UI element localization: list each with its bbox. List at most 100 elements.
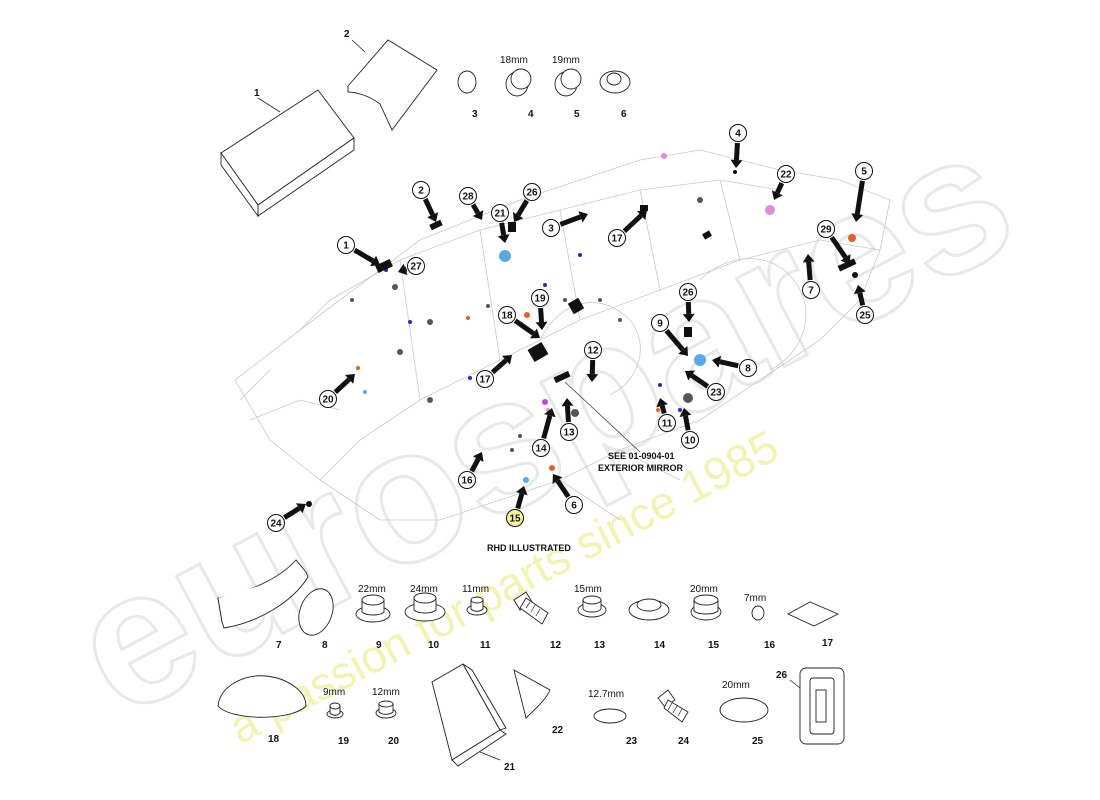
part-1[interactable]: 1 <box>220 88 355 218</box>
callout-5[interactable]: 5 <box>851 162 873 223</box>
callout-circle <box>658 414 676 432</box>
callout-arrow-head <box>802 254 815 263</box>
callout-26[interactable]: 26 <box>512 183 541 223</box>
callout-12[interactable]: 12 <box>584 341 602 383</box>
part-20-size: 12mm <box>372 687 400 698</box>
part-18[interactable]: 18 <box>217 675 307 745</box>
part-23-size: 12.7mm <box>588 689 624 700</box>
callout-13[interactable]: 13 <box>560 398 578 441</box>
part-20-number: 20 <box>388 736 400 747</box>
callout-number: 23 <box>710 388 722 399</box>
part-25-size: 20mm <box>722 680 750 691</box>
part-22[interactable]: 22 <box>513 669 564 736</box>
part-11-size: 11mm <box>462 584 489 595</box>
part-19[interactable]: 9mm 19 <box>323 687 350 747</box>
callout-9[interactable]: 9 <box>651 314 689 357</box>
callout-23[interactable]: 23 <box>685 370 725 401</box>
part-13[interactable]: 15mm 13 <box>574 584 607 651</box>
callout-18[interactable]: 18 <box>498 306 541 339</box>
callout-number: 14 <box>535 444 547 455</box>
callout-8[interactable]: 8 <box>712 355 757 377</box>
callout-19[interactable]: 19 <box>531 289 549 331</box>
callout-number: 9 <box>657 319 663 330</box>
part-9-number: 9 <box>376 640 382 651</box>
callout-arrow-head <box>771 190 783 200</box>
callout-26[interactable]: 26 <box>679 283 697 323</box>
part-20[interactable]: 12mm 20 <box>372 687 400 747</box>
callout-number: 26 <box>526 188 538 199</box>
callout-number: 22 <box>780 170 792 181</box>
callout-circle <box>855 162 873 180</box>
callout-number: 10 <box>684 436 696 447</box>
part-14[interactable]: 14 <box>628 598 670 651</box>
callout-21[interactable]: 21 <box>491 204 510 244</box>
part-13-size: 15mm <box>574 584 602 595</box>
part-22-number: 22 <box>552 725 564 736</box>
callout-arrow-shaft <box>857 292 866 306</box>
part-3[interactable]: 3 <box>457 70 478 120</box>
callout-29[interactable]: 29 <box>817 220 851 265</box>
callout-arrow-head <box>370 255 380 267</box>
callout-circle <box>707 383 725 401</box>
callout-circle <box>498 306 516 324</box>
part-24[interactable]: 24 <box>657 689 690 747</box>
callout-circle <box>458 471 476 489</box>
callout-22[interactable]: 22 <box>771 165 795 201</box>
callout-16[interactable]: 16 <box>458 452 484 489</box>
callout-arrow-head <box>678 346 688 356</box>
callout-20[interactable]: 20 <box>319 374 356 408</box>
callout-14[interactable]: 14 <box>532 408 556 457</box>
callout-arrow-shaft <box>333 377 351 395</box>
part-10[interactable]: 24mm 10 <box>404 584 446 651</box>
part-5-size: 19mm <box>552 55 580 66</box>
callout-24[interactable]: 24 <box>267 503 307 532</box>
callout-arrow-head <box>472 452 484 462</box>
callout-27[interactable]: 27 <box>398 257 425 276</box>
part-10-size: 24mm <box>410 584 438 595</box>
callout-17[interactable]: 17 <box>476 355 513 388</box>
callout-2[interactable]: 2 <box>412 181 439 223</box>
callout-10[interactable]: 10 <box>679 408 699 449</box>
callout-3[interactable]: 3 <box>542 211 589 237</box>
part-7[interactable]: 7 <box>217 559 309 651</box>
part-2[interactable]: 2 <box>344 29 438 131</box>
callout-1[interactable]: 1 <box>337 236 381 267</box>
callout-number: 29 <box>820 225 832 236</box>
part-11[interactable]: 11mm 11 <box>462 584 491 651</box>
part-17[interactable]: 17 <box>786 601 840 649</box>
part-16[interactable]: 7mm 16 <box>744 593 776 651</box>
callout-number: 24 <box>270 519 282 530</box>
callout-arrow-shaft <box>283 506 301 520</box>
callout-6[interactable]: 6 <box>552 474 583 514</box>
callout-4[interactable]: 4 <box>729 124 747 169</box>
callout-number: 21 <box>494 209 506 220</box>
callout-circle <box>681 431 699 449</box>
callout-28[interactable]: 28 <box>459 187 484 221</box>
part-12[interactable]: 12 <box>513 591 562 651</box>
callout-15[interactable]: 15 <box>506 486 528 527</box>
part-21[interactable]: 21 <box>431 663 516 773</box>
part-5[interactable]: 19mm 5 <box>552 55 582 120</box>
callout-circle <box>531 289 549 307</box>
callout-number: 17 <box>479 375 491 386</box>
callout-number: 6 <box>571 501 577 512</box>
part-4[interactable]: 18mm 4 <box>500 55 534 120</box>
callout-7[interactable]: 7 <box>802 254 820 299</box>
part-23[interactable]: 12.7mm 23 <box>588 689 638 747</box>
callout-17[interactable]: 17 <box>608 210 648 247</box>
callout-arrow-shaft <box>470 203 481 215</box>
callout-number: 25 <box>859 311 871 322</box>
part-9[interactable]: 22mm 9 <box>355 584 391 651</box>
callout-25[interactable]: 25 <box>853 285 874 324</box>
part-8[interactable]: 8 <box>293 584 339 651</box>
part-6[interactable]: 6 <box>599 70 631 120</box>
callout-arrow-shaft <box>469 457 481 473</box>
part-25[interactable]: 20mm 25 <box>719 680 769 747</box>
callout-arrow-shaft <box>854 180 865 215</box>
part-15[interactable]: 20mm 15 <box>690 584 722 651</box>
callout-arrow-head <box>685 370 695 381</box>
callout-11[interactable]: 11 <box>656 398 676 432</box>
callout-number: 8 <box>745 364 751 375</box>
part-26[interactable]: 26 <box>776 667 845 745</box>
car-body-outline <box>234 149 891 521</box>
